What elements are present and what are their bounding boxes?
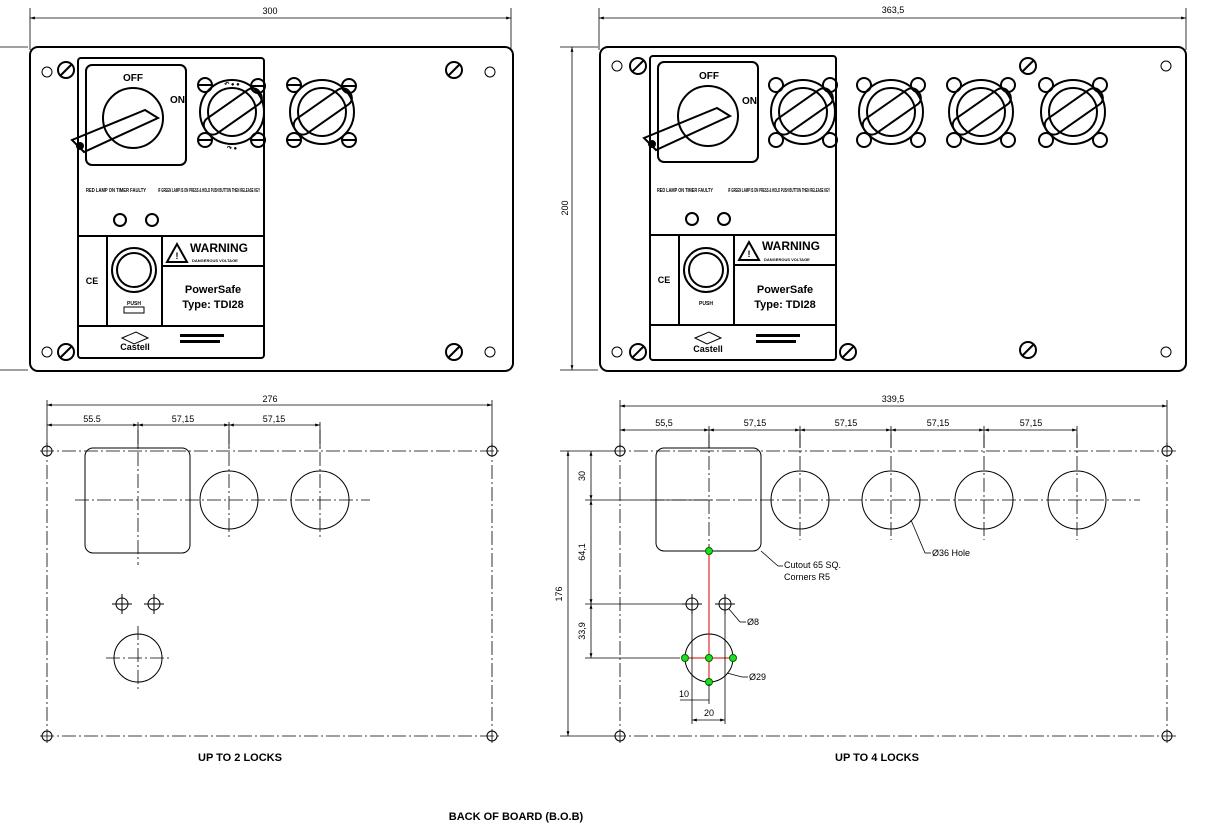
mounting-hole-icon [41,445,498,742]
lamp-left-text: RED LAMP ON TIMER FAULTY [657,188,714,194]
logo-icon [120,331,150,345]
svg-text:!: ! [748,249,751,259]
type-label: Type: TDI28 [754,299,816,311]
push-button-label: PUSH [127,301,141,307]
bottom-dim: 10 [679,689,689,699]
warning-title: WARNING [762,239,820,253]
warning-triangle-icon [737,239,761,261]
warning-subtitle: DANGEROUS VOLTAGE [764,257,810,262]
key-lock-icon [856,77,926,148]
key-lock-icon [946,77,1016,148]
push-button [111,247,157,293]
left-spacing-dim: 57,15 [172,414,195,424]
isolator-switch [85,64,187,166]
svg-text:↷ ●: ↷ ● [227,145,238,152]
bottom-dim: 20 [704,708,714,718]
left-front-view: 300 OFF ON ↶ ● ● ↷ ● [0,6,514,372]
hole8-note: Ø8 [747,617,759,627]
key-lock-icon: ↶ ● ● ↷ ● [197,77,266,152]
key-lock-icon [1038,77,1108,148]
warning-subtitle: DANGEROUS VOLTAGE [192,258,238,263]
switch-cutout [84,447,191,554]
lamp-icon [113,213,127,227]
warning-triangle-icon [165,241,189,263]
lamp-right-text: IF GREEN LAMP IS ON PRESS & HOLD PUSH BU… [158,188,260,194]
isolator-switch [657,61,759,163]
switch-cutout [655,447,762,552]
switch-on-label: ON [742,96,757,107]
left-width-dim: 300 [262,6,277,16]
vertical-dim: 33,9 [577,622,587,640]
right-spacing-dim: 57,15 [835,418,858,428]
mounting-hole-icon [614,445,1173,742]
right-enclosure [599,46,1187,372]
ce-mark: CE [658,275,671,285]
right-spacing-dim: 57,15 [927,418,950,428]
lamp-left-text: RED LAMP ON TIMER FAULTY [86,188,147,194]
type-label: Type: TDI28 [182,299,244,311]
brand-name: PowerSafe [757,284,813,296]
right-spacing-dim: 57,15 [1020,418,1043,428]
switch-on-label: ON [170,95,185,106]
right-height-dim: 200 [560,200,570,215]
right-height-dim: 176 [554,586,564,601]
brand-name: PowerSafe [185,284,241,296]
left-caption: UP TO 2 LOCKS [198,752,282,764]
label-plate [77,57,265,359]
switch-off-label: OFF [123,73,143,84]
svg-text:!: ! [176,251,179,261]
warning-title: WARNING [190,241,248,255]
lamp-right-text: IF GREEN LAMP IS ON PRESS & HOLD PUSH BU… [728,188,830,194]
right-caption: UP TO 4 LOCKS [835,752,919,764]
hole36-note: Ø36 Hole [932,548,970,558]
left-cutout-drawing: 276 55.5 57,15 57,15 U [40,394,500,764]
svg-text:↶ ● ●: ↶ ● ● [223,81,240,88]
lamp-icon [145,213,159,227]
screw-icon [57,61,463,361]
left-enclosure [29,46,514,372]
corners-note: Corners R5 [784,572,830,582]
castell-logo: Castell [120,342,150,352]
hole29-note: Ø29 [749,672,766,682]
right-spacing-dim: 57,15 [744,418,767,428]
push-button-label: PUSH [699,301,713,307]
key-lock-icon [768,77,838,148]
right-width-dim: 363,5 [882,5,905,15]
right-front-view: 363,5 200 OFF ON [560,5,1187,372]
switch-off-label: OFF [699,71,719,82]
ce-mark: CE [86,276,99,286]
castell-logo: Castell [693,344,723,354]
cutout-note: Cutout 65 SQ. [784,560,841,570]
right-spacing-dim: 55,5 [655,418,673,428]
left-spacing-dim: 57,15 [263,414,286,424]
right-cutout-drawing: 339,5 55,5 57,15 57,15 57,15 57,15 176 3… [554,394,1176,764]
left-spacing-dim: 55.5 [83,414,101,424]
vertical-dim: 30 [577,471,587,481]
vertical-dim: 64,1 [577,543,587,561]
drawing-title: BACK OF BOARD (B.O.B) [449,811,584,823]
left-cutout-width-dim: 276 [262,394,277,404]
key-lock-icon [286,77,357,148]
right-cutout-width-dim: 339,5 [882,394,905,404]
screw-icon [629,57,1037,361]
